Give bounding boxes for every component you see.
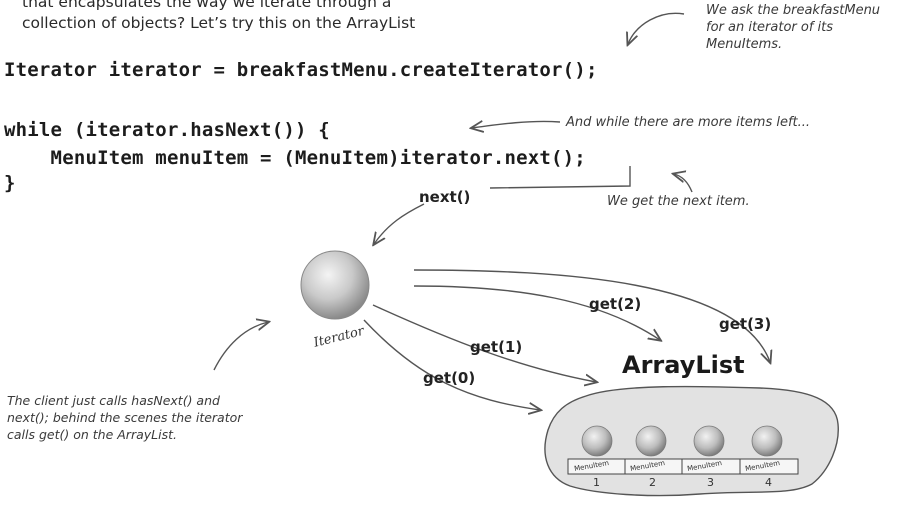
next-arrow — [374, 203, 425, 244]
next-bracket — [489, 166, 631, 189]
intro-line-2: collection of objects? Let’s try this on… — [22, 14, 416, 32]
slot-number-3: 3 — [707, 476, 714, 489]
arraylist-slots — [567, 425, 799, 475]
code-line-while: while (iterator.hasNext()) { — [4, 119, 330, 141]
slot-number-2: 2 — [649, 476, 656, 489]
next-call-label: next() — [419, 188, 471, 206]
get-1-arrow — [372, 304, 596, 382]
get-0-label: get(0) — [423, 369, 476, 387]
intro-text: that encapsulates the way we iterate thr… — [22, 0, 415, 34]
annotation-client-line-3: calls get() on the ArrayList. — [7, 427, 177, 442]
annotation-ask-iterator: We ask the breakfastMenu for an iterator… — [706, 2, 880, 53]
client-arrow — [213, 322, 268, 371]
slot-ball-4 — [751, 425, 783, 457]
get-3-label: get(3) — [719, 315, 772, 333]
annotation-client-note: The client just calls hasNext() and next… — [7, 392, 242, 443]
slot-number-1: 1 — [593, 476, 600, 489]
slot-ball-1 — [581, 425, 613, 457]
intro-line-1: that encapsulates the way we iterate thr… — [22, 0, 392, 11]
annotation-client-line-2: next(); behind the scenes the iterator — [7, 410, 243, 425]
ask-arrow — [628, 12, 685, 44]
get-1-label: get(1) — [470, 338, 523, 356]
slot-number-4: 4 — [765, 476, 772, 489]
slot-ball-2 — [635, 425, 667, 457]
next-note-arrow — [674, 174, 693, 193]
get-2-label: get(2) — [589, 295, 642, 313]
iterator-ball — [300, 250, 370, 320]
annotation-ask-line-3: MenuItems. — [706, 37, 783, 52]
get-0-arrow — [363, 319, 540, 410]
while-arrow — [472, 121, 561, 128]
arraylist-title: ArrayList — [622, 351, 745, 379]
annotation-while-note: And while there are more items left... — [566, 115, 811, 130]
get-2-arrow — [413, 285, 660, 340]
code-line-next: MenuItem menuItem = (MenuItem)iterator.n… — [4, 147, 586, 169]
annotation-client-line-1: The client just calls hasNext() and — [7, 393, 220, 408]
annotation-ask-line-2: for an iterator of its — [706, 20, 834, 35]
slot-ball-3 — [693, 425, 725, 457]
annotation-ask-line-1: We ask the breakfastMenu — [706, 3, 881, 18]
code-line-close-brace: } — [4, 172, 16, 194]
annotation-next-note: We get the next item. — [607, 194, 750, 209]
code-line-create-iterator: Iterator iterator = breakfastMenu.create… — [4, 59, 598, 81]
get-3-arrow — [413, 269, 770, 362]
